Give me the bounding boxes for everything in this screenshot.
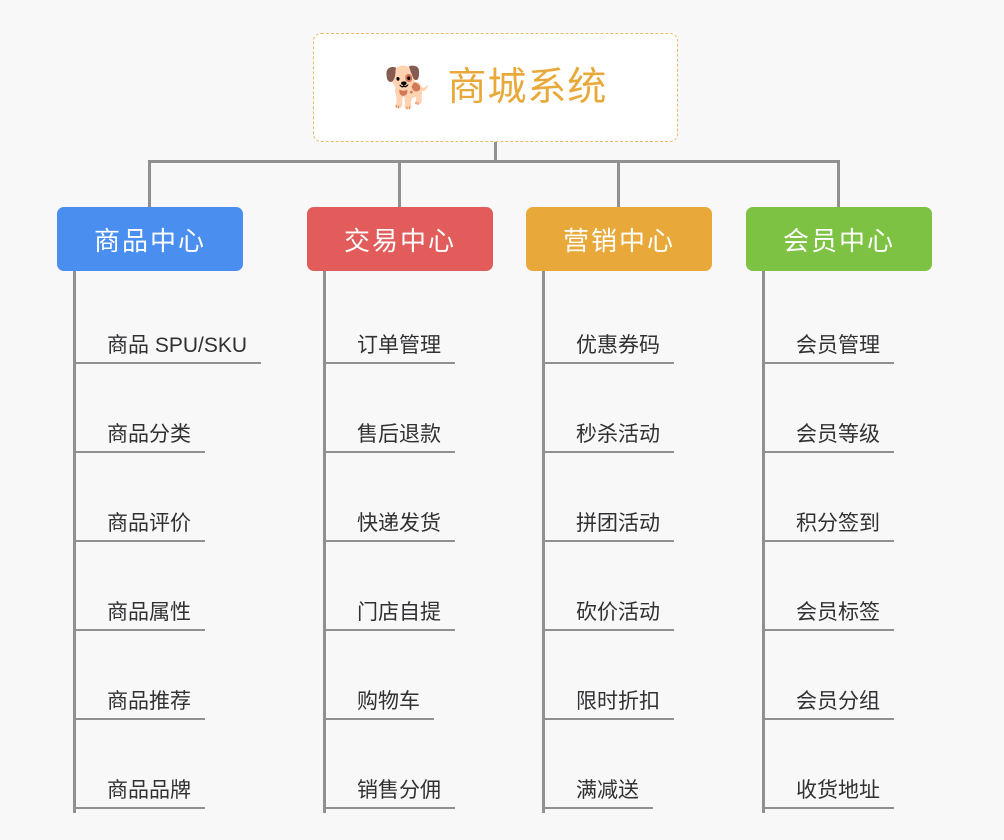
leaf-item-label: 会员等级 [762, 423, 894, 453]
leaf-item-label: 秒杀活动 [542, 423, 674, 453]
leaf-item[interactable]: 商品 SPU/SKU [73, 279, 262, 368]
leaf-item-label: 商品推荐 [73, 690, 205, 720]
connector-horizontal-bus [149, 160, 839, 163]
leaf-item[interactable]: 购物车 [323, 635, 493, 724]
leaf-item[interactable]: 快递发货 [323, 457, 493, 546]
connector-spine-marketing-center [542, 271, 545, 813]
leaf-item-label: 快递发货 [323, 512, 455, 542]
leaf-item-label: 收货地址 [762, 779, 894, 809]
leaf-item[interactable]: 订单管理 [323, 279, 493, 368]
leaf-item[interactable]: 限时折扣 [542, 635, 712, 724]
leaf-item[interactable]: 商品评价 [73, 457, 261, 546]
leaf-item[interactable]: 拼团活动 [542, 457, 712, 546]
connector-drop-trade-center [398, 160, 401, 207]
leaf-item[interactable]: 门店自提 [323, 546, 493, 635]
leaf-item-label: 积分签到 [762, 512, 894, 542]
leaf-item[interactable]: 秒杀活动 [542, 368, 712, 457]
leaf-item[interactable]: 会员标签 [762, 546, 932, 635]
connector-root-stub [494, 142, 497, 163]
connector-spine-trade-center [323, 271, 326, 813]
leaf-item[interactable]: 会员分组 [762, 635, 932, 724]
leaf-item[interactable]: 收货地址 [762, 724, 932, 813]
leaf-item-label: 商品 SPU/SKU [73, 334, 262, 364]
leaf-item-label: 限时折扣 [542, 690, 674, 720]
leaf-item-label: 门店自提 [323, 601, 455, 631]
leaf-item-label: 订单管理 [323, 334, 455, 364]
leaf-item-label: 会员标签 [762, 601, 894, 631]
root-node-title: 商城系统 [447, 66, 608, 109]
column-marketing-center: 营销中心优惠券码秒杀活动拼团活动砍价活动限时折扣满减送 [526, 207, 712, 813]
leaf-item-label: 购物车 [323, 690, 434, 720]
leaf-item[interactable]: 商品分类 [73, 368, 261, 457]
connector-drop-product-center [148, 160, 151, 207]
leaf-item[interactable]: 销售分佣 [323, 724, 493, 813]
category-box-product-center[interactable]: 商品中心 [57, 207, 243, 271]
leaf-item[interactable]: 商品属性 [73, 546, 261, 635]
leaf-list-product-center: 商品 SPU/SKU 商品分类商品评价商品属性商品推荐商品品牌 [73, 271, 262, 813]
leaf-item-label: 拼团活动 [542, 512, 674, 542]
connector-drop-member-center [837, 160, 840, 207]
leaf-item-label: 会员管理 [762, 334, 894, 364]
column-trade-center: 交易中心订单管理售后退款快递发货门店自提购物车销售分佣 [307, 207, 493, 813]
leaf-list-member-center: 会员管理会员等级积分签到会员标签会员分组收货地址 [762, 271, 932, 813]
category-box-trade-center[interactable]: 交易中心 [307, 207, 493, 271]
leaf-item[interactable]: 商品品牌 [73, 724, 261, 813]
root-node-content: 🐕 商城系统 [384, 68, 608, 108]
leaf-item-label: 优惠券码 [542, 334, 674, 364]
leaf-item[interactable]: 会员等级 [762, 368, 932, 457]
leaf-item-label: 商品评价 [73, 512, 205, 542]
leaf-list-marketing-center: 优惠券码秒杀活动拼团活动砍价活动限时折扣满减送 [542, 271, 712, 813]
leaf-item-label: 会员分组 [762, 690, 894, 720]
category-box-marketing-center[interactable]: 营销中心 [526, 207, 712, 271]
leaf-item[interactable]: 会员管理 [762, 279, 932, 368]
leaf-item-label: 商品分类 [73, 423, 205, 453]
leaf-item[interactable]: 满减送 [542, 724, 712, 813]
leaf-item[interactable]: 商品推荐 [73, 635, 261, 724]
category-box-member-center[interactable]: 会员中心 [746, 207, 932, 271]
connector-spine-member-center [762, 271, 765, 813]
root-node-mall-system[interactable]: 🐕 商城系统 [313, 33, 678, 142]
column-product-center: 商品中心商品 SPU/SKU 商品分类商品评价商品属性商品推荐商品品牌 [57, 207, 262, 813]
leaf-item[interactable]: 优惠券码 [542, 279, 712, 368]
leaf-list-trade-center: 订单管理售后退款快递发货门店自提购物车销售分佣 [323, 271, 493, 813]
leaf-item-label: 砍价活动 [542, 601, 674, 631]
column-member-center: 会员中心会员管理会员等级积分签到会员标签会员分组收货地址 [746, 207, 932, 813]
connector-spine-product-center [73, 271, 76, 813]
leaf-item-label: 销售分佣 [323, 779, 455, 809]
leaf-item-label: 满减送 [542, 779, 653, 809]
leaf-item[interactable]: 积分签到 [762, 457, 932, 546]
leaf-item[interactable]: 砍价活动 [542, 546, 712, 635]
leaf-item-label: 售后退款 [323, 423, 455, 453]
connector-drop-marketing-center [617, 160, 620, 207]
leaf-item[interactable]: 售后退款 [323, 368, 493, 457]
shiba-dog-face-icon: 🐕 [383, 64, 434, 111]
leaf-item-label: 商品属性 [73, 601, 205, 631]
leaf-item-label: 商品品牌 [73, 779, 205, 809]
